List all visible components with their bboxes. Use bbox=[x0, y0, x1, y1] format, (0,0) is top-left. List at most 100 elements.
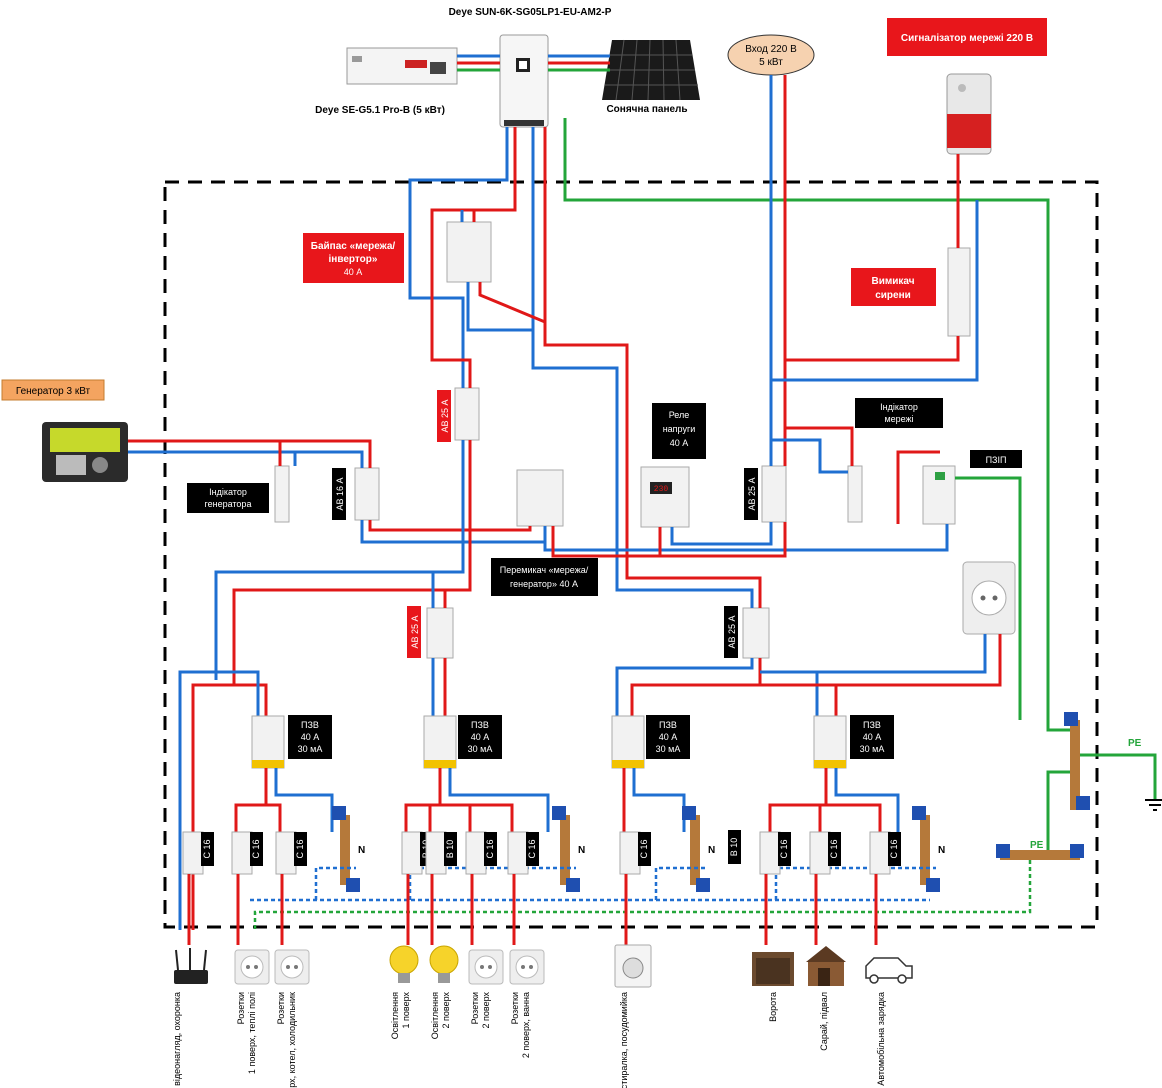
siren-switch-line1: Вимикач bbox=[871, 276, 914, 287]
net-indicator-line2: мережі bbox=[884, 414, 913, 424]
caption-light-1-line1: Освітлення bbox=[390, 992, 400, 1039]
alarm-title: Сигналізатор мережі 220 В bbox=[901, 33, 1033, 44]
n-label-1: N bbox=[358, 845, 365, 856]
mcb-light-2-label: В 10 bbox=[445, 840, 455, 859]
mcb-internet-label: С 16 bbox=[202, 839, 212, 858]
caption-socket-1-line1: Розетки bbox=[236, 992, 246, 1024]
mcb-shed-label: С 16 bbox=[829, 839, 839, 858]
caption-socket-3-line1: Розетки bbox=[470, 992, 480, 1024]
pe-bus-horizontal bbox=[996, 844, 1084, 860]
svg-text:40 А: 40 А bbox=[659, 732, 678, 742]
mcb-socket-2: С 16 bbox=[275, 831, 307, 875]
rcd-label-2: ПЗВ 40 А 30 мА bbox=[458, 715, 502, 759]
earth-icon bbox=[1145, 799, 1162, 811]
net-indicator-label-box bbox=[855, 398, 943, 428]
pe-bus-vertical bbox=[1064, 712, 1090, 810]
svg-text:40 А: 40 А bbox=[471, 732, 490, 742]
bypass-line2: інвертор» bbox=[329, 254, 378, 265]
relay-line1: Реле bbox=[669, 410, 690, 420]
label-ab25-bypass: АВ 25 А bbox=[440, 399, 450, 432]
mcb-socket-4: С 16 bbox=[507, 831, 539, 875]
inverter-unit bbox=[499, 34, 549, 128]
breaker-ab25-grid bbox=[761, 465, 787, 523]
spd-label-box bbox=[970, 450, 1022, 468]
n-label-2: N bbox=[578, 845, 585, 856]
changeover-line1: Перемикач «мережа/ bbox=[500, 565, 589, 575]
svg-text:ПЗВ: ПЗВ bbox=[863, 720, 881, 730]
caption-socket-1-line2: 1 поверх, теплі полі bbox=[247, 992, 257, 1074]
battery-label: Deye SE-G5.1 Pro-B (5 кВт) bbox=[315, 105, 445, 116]
pe-label-right: PE bbox=[1128, 738, 1142, 749]
label-ab25-right: АВ 25 А bbox=[727, 615, 737, 648]
grid-input-line2: 5 кВт bbox=[759, 57, 783, 68]
router-icon bbox=[174, 948, 208, 984]
gen-indicator-device bbox=[274, 465, 290, 523]
caption-gate: Ворота bbox=[768, 992, 778, 1022]
mcb-socket-4-label: С 16 bbox=[527, 839, 537, 858]
mcb-socket-3: С 16 bbox=[465, 831, 497, 875]
svg-text:30 мА: 30 мА bbox=[656, 744, 681, 754]
bulb-icon-1 bbox=[389, 945, 419, 983]
svg-text:30 мА: 30 мА bbox=[298, 744, 323, 754]
solar-panel-icon bbox=[602, 39, 700, 101]
net-indicator-device bbox=[847, 465, 863, 523]
panel-socket-icon bbox=[962, 561, 1016, 635]
caption-car: Автомобільна зарядка bbox=[876, 992, 886, 1086]
breaker-ab25-bypass bbox=[454, 387, 480, 441]
generator-label: Генератор 3 кВт bbox=[16, 386, 91, 397]
svg-text:30 мА: 30 мА bbox=[860, 744, 885, 754]
enclosure-boundary bbox=[163, 180, 1099, 929]
n-label-3: N bbox=[708, 845, 715, 856]
caption-light-1-line2: 1 поверх bbox=[401, 992, 411, 1029]
n-bus-4 bbox=[912, 806, 940, 892]
mcb-kitchen-label: С 16 bbox=[639, 839, 649, 858]
grid-input-line1: Вход 220 В bbox=[745, 44, 797, 55]
mcb-gate: С 16 bbox=[759, 831, 791, 875]
gen-indicator-label-box bbox=[187, 483, 269, 513]
label-ab25-grid: АВ 25 А bbox=[747, 477, 757, 510]
caption-internet: Інтернет, відеонагляд, охоронка bbox=[172, 992, 182, 1088]
socket-icon-3 bbox=[468, 949, 504, 985]
caption-socket-2-line1: Розетки bbox=[276, 992, 286, 1024]
voltage-relay-device bbox=[640, 466, 690, 528]
mcb-internet: С 16 bbox=[182, 831, 214, 875]
svg-text:230: 230 bbox=[654, 485, 669, 494]
mcb-car-label: С 16 bbox=[889, 839, 899, 858]
ev-charging-icon bbox=[865, 957, 913, 984]
gen-indicator-line2: генератора bbox=[205, 499, 252, 509]
mcb-socket-1: С 16 bbox=[231, 831, 263, 875]
rcd-4 bbox=[813, 715, 847, 769]
label-ab16-generator: АВ 16 А bbox=[335, 477, 345, 510]
alarm-title-box bbox=[887, 18, 1047, 56]
generator-icon bbox=[42, 422, 128, 482]
caption-socket-4-line2: 2 поверх, ванна bbox=[521, 992, 531, 1058]
breaker-ab25-right bbox=[742, 607, 770, 659]
washing-machine-icon bbox=[614, 944, 652, 988]
bypass-line3: 40 А bbox=[344, 267, 363, 277]
caption-socket-2-line2: 1 поверх, котел, холодильник bbox=[287, 992, 297, 1088]
rcd-label-4: ПЗВ 40 А 30 мА bbox=[850, 715, 894, 759]
mcb-gate-label: С 16 bbox=[779, 839, 789, 858]
svg-text:ПЗВ: ПЗВ bbox=[471, 720, 489, 730]
mcb-socket-3-label: С 16 bbox=[485, 839, 495, 858]
caption-shed: Сарай, підвал bbox=[819, 992, 829, 1051]
svg-text:40 А: 40 А bbox=[863, 732, 882, 742]
caption-socket-3-line2: 2 поверх bbox=[481, 992, 491, 1029]
mcb-car: С 16 bbox=[869, 831, 901, 875]
breaker-ab16-generator bbox=[354, 467, 380, 521]
mcb-shed: С 16 bbox=[809, 831, 841, 875]
rcd-label-1: ПЗВ 40 А 30 мА bbox=[288, 715, 332, 759]
svg-text:В 10: В 10 bbox=[729, 838, 739, 857]
bypass-switch bbox=[446, 221, 492, 283]
gen-indicator-line1: Індікатор bbox=[209, 487, 247, 497]
pe-label-bottom: PE bbox=[1030, 840, 1044, 851]
siren-switch-line2: сирени bbox=[875, 290, 911, 301]
rcd-1 bbox=[251, 715, 285, 769]
rcd-2 bbox=[423, 715, 457, 769]
socket-icon-2 bbox=[274, 949, 310, 985]
mcb-b10-tag: В 10 bbox=[728, 830, 741, 864]
generator-label-box bbox=[1, 379, 105, 401]
relay-label-box bbox=[652, 403, 706, 459]
n-label-4: N bbox=[938, 845, 945, 856]
breaker-ab25-left bbox=[426, 607, 454, 659]
